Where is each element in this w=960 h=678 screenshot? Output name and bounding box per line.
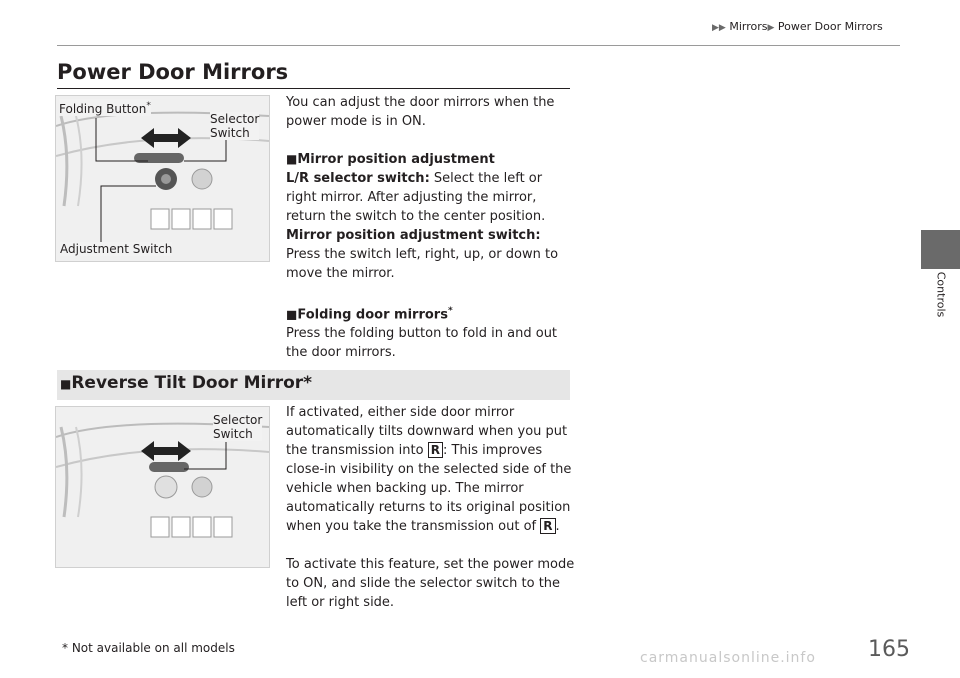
mirror-adjust-text: You can adjust the door mirrors when the… xyxy=(286,93,576,362)
breadcrumb-item-mirrors[interactable]: Mirrors xyxy=(729,20,768,33)
mirror-controls-figure: Folding Button* Selector Switch Adjustme… xyxy=(55,95,270,262)
watermark: carmanualsonline.info xyxy=(640,650,816,666)
chapter-tab-label: Controls xyxy=(934,271,948,318)
gear-r-keycap: R xyxy=(540,518,556,534)
section-header-bar xyxy=(57,370,570,400)
reverse-tilt-text: If activated, either side door mirror au… xyxy=(286,403,576,612)
chapter-tab[interactable] xyxy=(921,230,960,269)
adjustment-switch-label: Adjustment Switch xyxy=(60,242,173,256)
selector-switch-label: Selector Switch xyxy=(210,112,260,140)
section-title-reverse-tilt: ■Reverse Tilt Door Mirror* xyxy=(60,373,313,393)
breadcrumb-arrow-icon: ▶ xyxy=(767,23,775,33)
reverse-tilt-paragraph-1: If activated, either side door mirror au… xyxy=(286,405,572,534)
breadcrumb: ▶▶ Mirrors▶ Power Door Mirrors xyxy=(712,20,883,33)
lr-selector-text: L/R selector switch: Select the left or … xyxy=(286,171,546,224)
intro-text: You can adjust the door mirrors when the… xyxy=(286,95,555,129)
breadcrumb-arrow-icon: ▶ xyxy=(712,23,719,33)
reverse-tilt-figure: Selector Switch xyxy=(55,406,270,568)
page-title: Power Door Mirrors xyxy=(57,60,289,84)
mirror-position-heading: ■Mirror position adjustment xyxy=(286,152,495,167)
header-divider xyxy=(57,45,900,46)
footnote: * Not available on all models xyxy=(62,641,235,655)
reverse-tilt-paragraph-2: To activate this feature, set the power … xyxy=(286,557,575,610)
selector-switch-label: Selector Switch xyxy=(213,413,263,441)
title-divider xyxy=(57,88,570,89)
gear-r-keycap: R xyxy=(427,442,443,458)
folding-button-label: Folding Button* xyxy=(59,99,151,116)
breadcrumb-item-power-door-mirrors[interactable]: Power Door Mirrors xyxy=(777,20,883,33)
breadcrumb-arrow-icon: ▶ xyxy=(718,23,726,33)
folding-mirrors-text: Press the folding button to fold in and … xyxy=(286,326,558,361)
folding-mirrors-heading: ■Folding door mirrors* xyxy=(286,306,453,323)
adjustment-switch-text: Mirror position adjustment switch: Press… xyxy=(286,228,559,281)
page-number: 165 xyxy=(868,637,910,662)
